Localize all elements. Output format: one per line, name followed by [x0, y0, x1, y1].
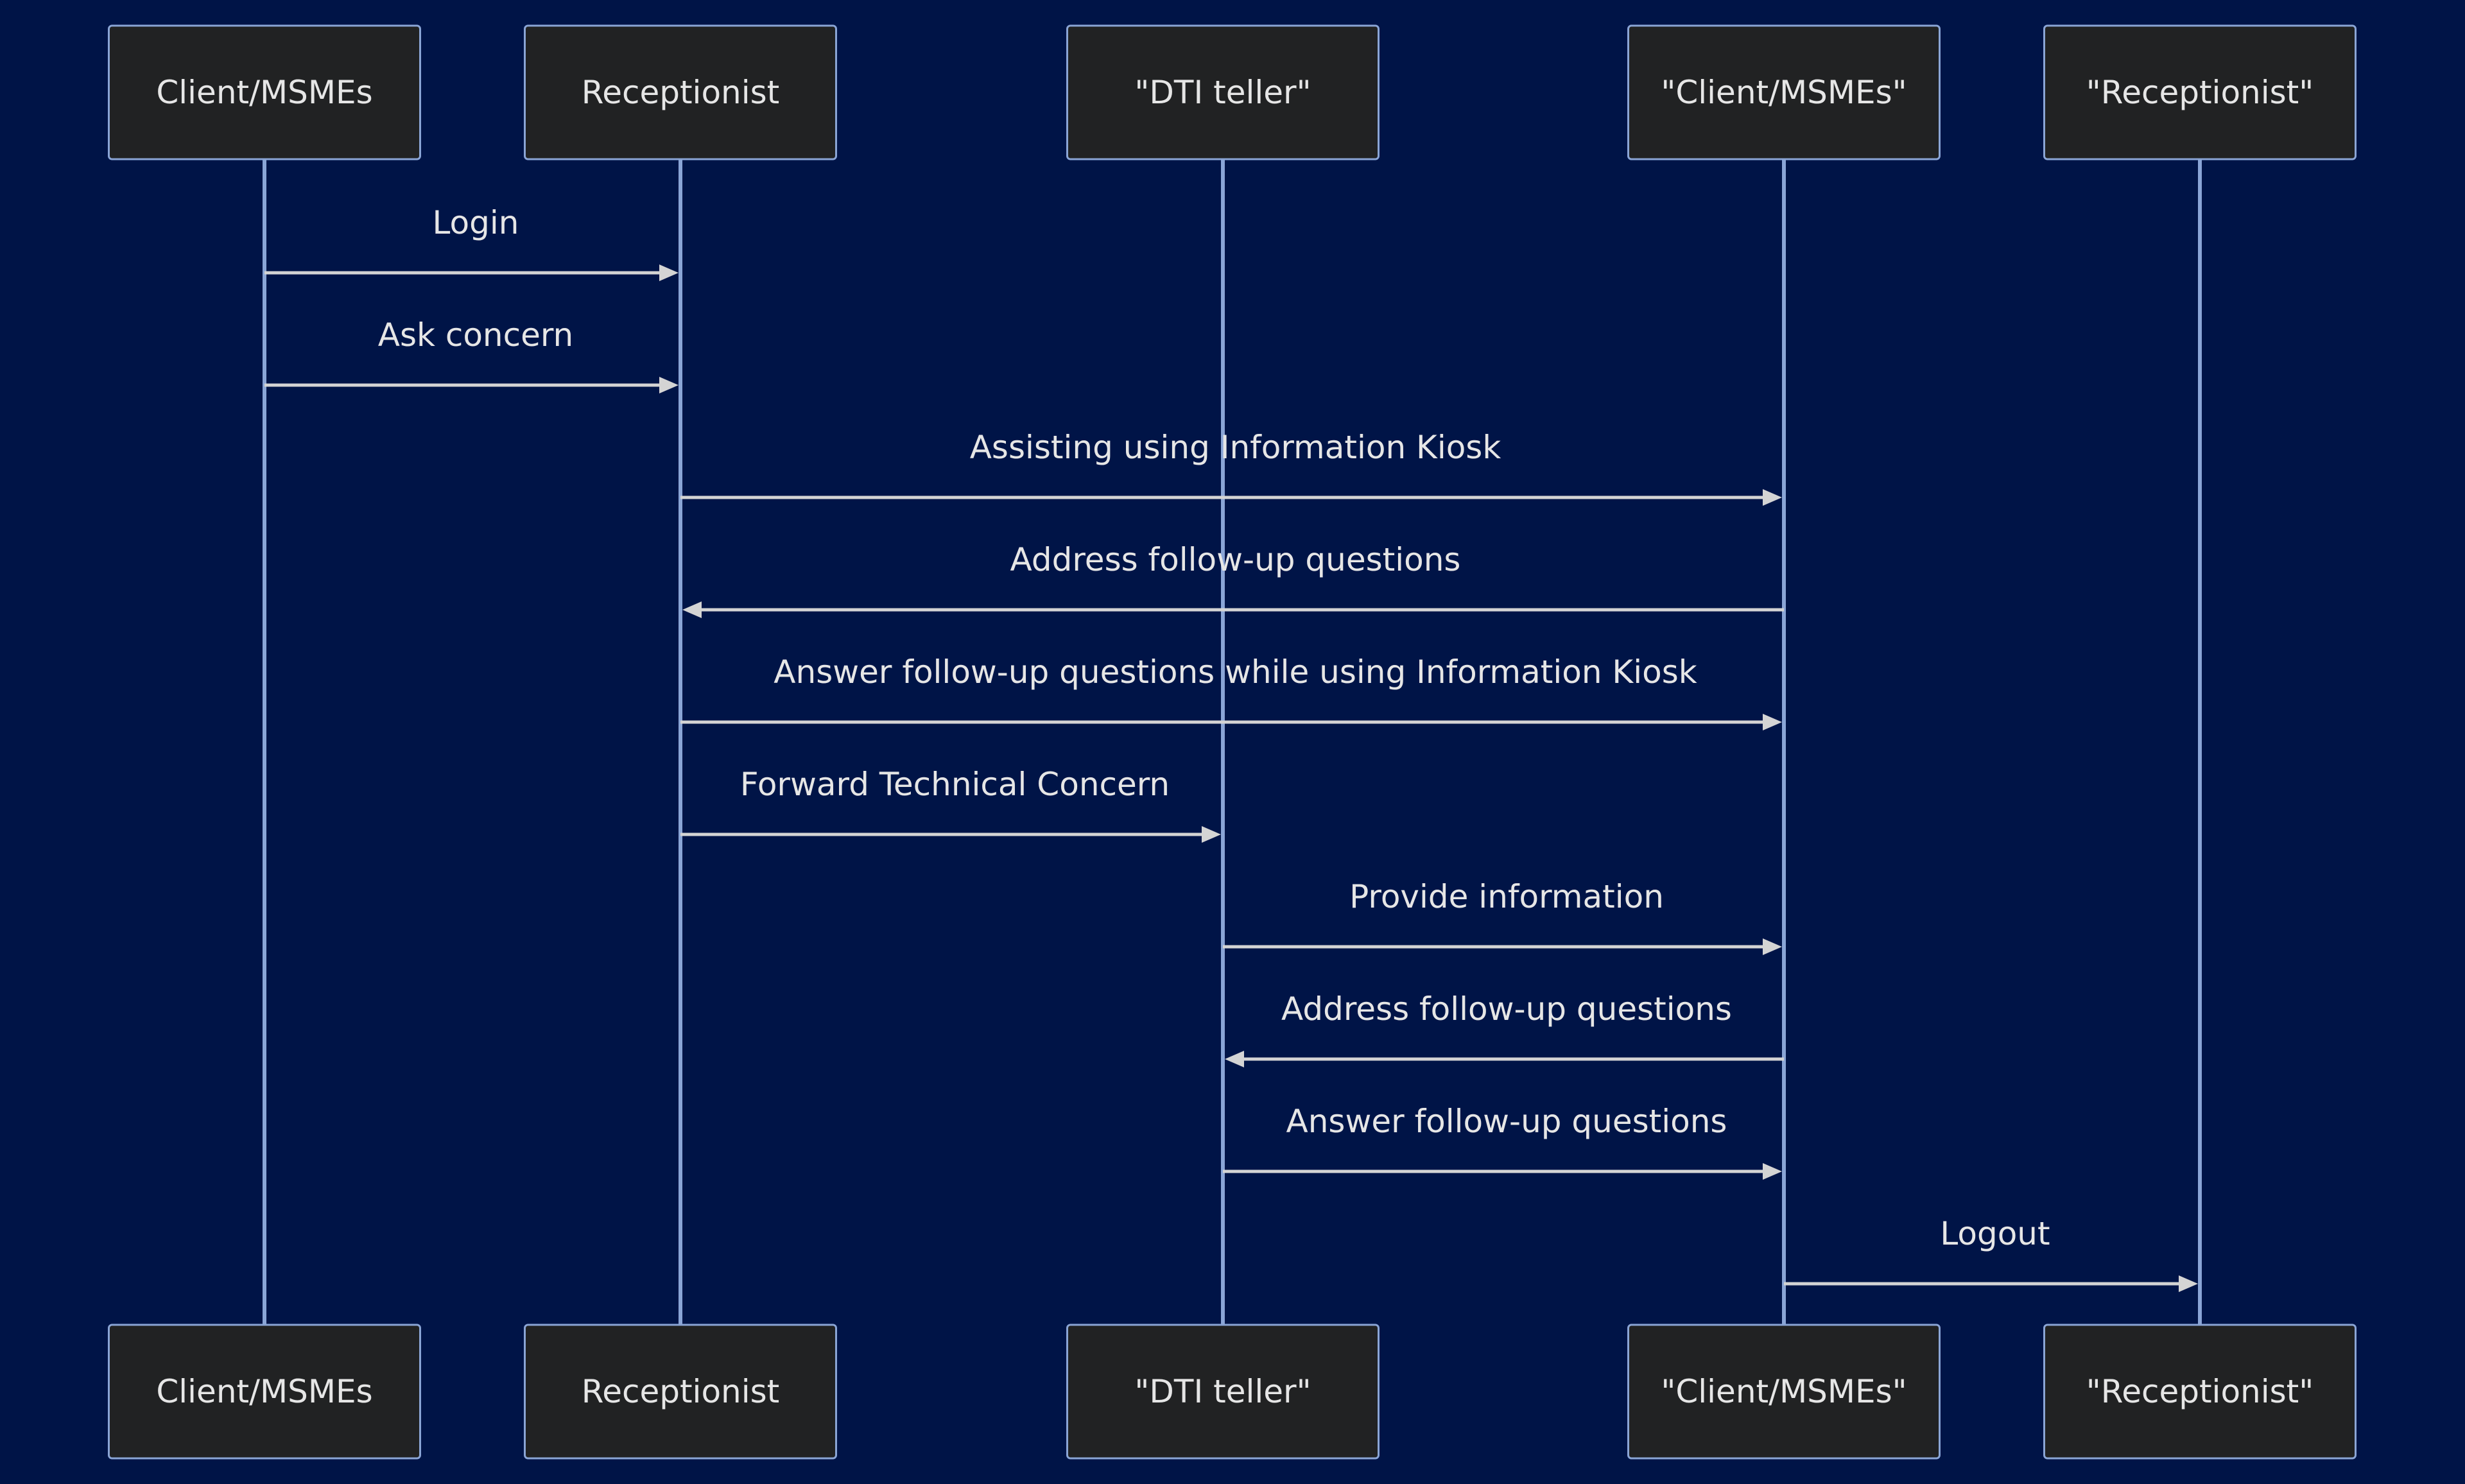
- participant-top-receptionist: Receptionist: [524, 24, 837, 160]
- participant-top-teller: "DTI teller": [1066, 24, 1380, 160]
- participant-label: "Receptionist": [2086, 1373, 2314, 1410]
- message-10: Logout: [1784, 1215, 2198, 1292]
- participant-top-client-q: "Client/MSMEs": [1627, 24, 1941, 160]
- message-6: Forward Technical Concern: [680, 766, 1221, 843]
- participant-bottom-receptionist: Receptionist: [524, 1324, 837, 1460]
- participant-box: [1627, 1324, 1941, 1460]
- message-label: Ask concern: [378, 316, 574, 354]
- message-label: Address follow-up questions: [1281, 990, 1732, 1028]
- participant-bottom-receptionist-q: "Receptionist": [2043, 1324, 2357, 1460]
- participant-label: "DTI teller": [1134, 74, 1311, 111]
- message-label: Assisting using Information Kiosk: [970, 429, 1501, 466]
- participant-label: "Client/MSMEs": [1661, 1373, 1907, 1410]
- participant-label: Client/MSMEs: [156, 74, 372, 111]
- participant-box: [108, 24, 421, 160]
- participant-box: [2043, 24, 2357, 160]
- message-9: Answer follow-up questions: [1223, 1103, 1782, 1180]
- participant-label: Receptionist: [582, 1373, 780, 1410]
- message-8: Address follow-up questions: [1225, 990, 1784, 1067]
- arrowhead: [659, 264, 679, 281]
- message-label: Address follow-up questions: [1010, 541, 1461, 578]
- message-label: Answer follow-up questions: [1286, 1103, 1727, 1140]
- arrowhead: [1763, 938, 1782, 955]
- participant-box: [2043, 1324, 2357, 1460]
- arrowhead: [1763, 489, 1782, 506]
- message-4: Address follow-up questions: [682, 541, 1784, 618]
- participant-label: "Client/MSMEs": [1661, 74, 1907, 111]
- participant-box: [108, 1324, 421, 1460]
- participant-bottom-teller: "DTI teller": [1066, 1324, 1380, 1460]
- participant-label: "DTI teller": [1134, 1373, 1311, 1410]
- arrowhead: [1763, 1163, 1782, 1180]
- arrowhead: [682, 601, 702, 618]
- participant-box: [524, 24, 837, 160]
- message-label: Answer follow-up questions while using I…: [774, 653, 1697, 691]
- message-3: Assisting using Information Kiosk: [680, 429, 1782, 506]
- message-label: Provide information: [1349, 878, 1664, 915]
- arrowhead: [659, 377, 679, 393]
- arrowhead: [1225, 1051, 1244, 1067]
- message-2: Ask concern: [264, 316, 679, 393]
- participant-bottom-client-q: "Client/MSMEs": [1627, 1324, 1941, 1460]
- arrowhead: [2179, 1275, 2198, 1292]
- message-5: Answer follow-up questions while using I…: [680, 653, 1782, 730]
- participant-top-client: Client/MSMEs: [108, 24, 421, 160]
- participant-box: [1066, 1324, 1380, 1460]
- arrowhead: [1763, 714, 1782, 730]
- participant-box: [524, 1324, 837, 1460]
- participant-top-receptionist-q: "Receptionist": [2043, 24, 2357, 160]
- participant-box: [1627, 24, 1941, 160]
- participant-bottom-client: Client/MSMEs: [108, 1324, 421, 1460]
- participant-box: [1066, 24, 1380, 160]
- message-label: Forward Technical Concern: [740, 766, 1170, 803]
- message-7: Provide information: [1223, 878, 1782, 955]
- participant-label: Client/MSMEs: [156, 1373, 372, 1410]
- arrowhead: [1202, 826, 1221, 843]
- message-label: Login: [433, 204, 519, 241]
- message-1: Login: [264, 204, 679, 281]
- participant-label: Receptionist: [582, 74, 780, 111]
- participant-label: "Receptionist": [2086, 74, 2314, 111]
- message-label: Logout: [1940, 1215, 2050, 1252]
